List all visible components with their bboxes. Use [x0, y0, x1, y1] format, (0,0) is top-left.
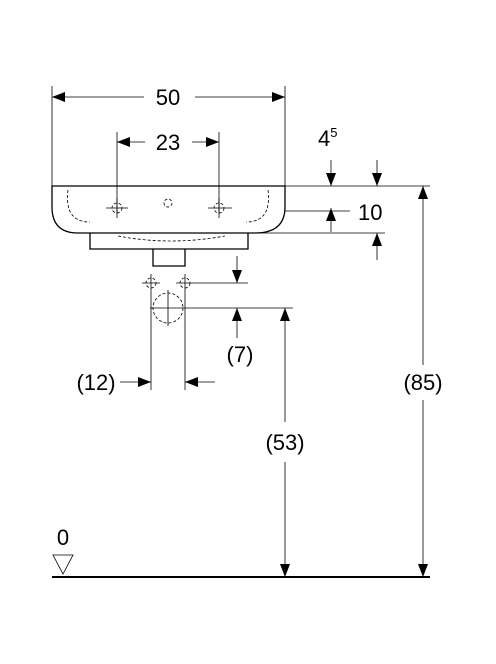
dim-basin-depth: 10	[248, 200, 385, 260]
washbasin-outline	[51, 185, 286, 267]
label-basin-depth: 10	[358, 200, 382, 225]
label-drain-offset: (7)	[227, 342, 254, 367]
dim-tap-spacing: 23	[116, 130, 220, 213]
dim-rim-thickness: 45	[285, 125, 430, 187]
dim-drain-horizontal: (12)	[76, 292, 215, 395]
label-rim-thickness: 45	[318, 125, 337, 151]
label-drain-height: (53)	[265, 430, 304, 455]
dim-drain-height: (53)	[265, 308, 305, 577]
dim-mounting-height: (85)	[403, 186, 443, 577]
tap-hole-right	[208, 198, 232, 218]
water-supply-left	[142, 274, 160, 292]
label-floor-level: 0	[57, 525, 69, 550]
label-drain-horizontal: (12)	[76, 370, 115, 395]
label-tap-spacing: 23	[156, 130, 180, 155]
dim-overall-width: 50	[51, 85, 286, 186]
label-mounting-height: (85)	[403, 370, 442, 395]
label-overall-width: 50	[156, 85, 180, 110]
overflow-hole	[163, 198, 173, 208]
water-supply-right	[176, 274, 194, 292]
drain-connection	[150, 290, 186, 326]
floor-level: 0	[52, 525, 430, 578]
dim-drain-offset: (7)	[186, 256, 293, 367]
